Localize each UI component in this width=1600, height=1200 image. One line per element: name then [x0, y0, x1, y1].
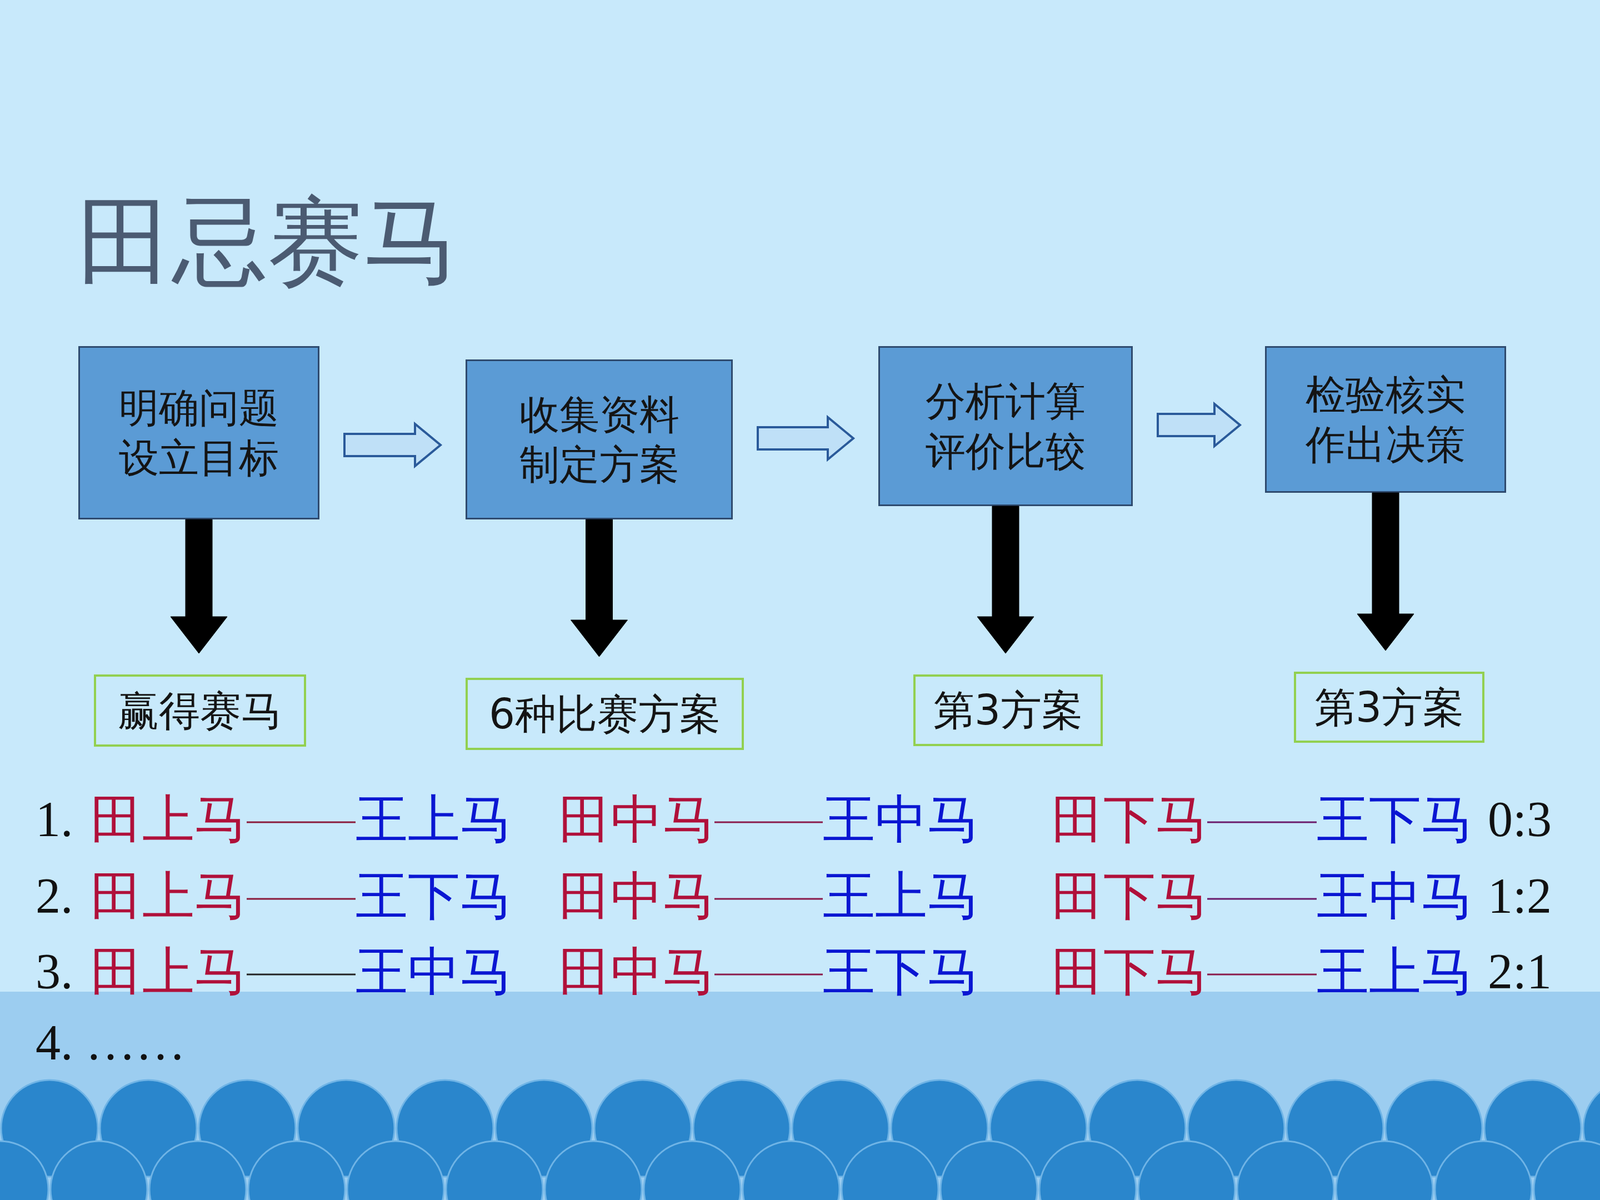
wave-row	[0, 1078, 1600, 1200]
horse-name: 田上马	[90, 941, 247, 1002]
horse-name: 王中马	[1316, 866, 1474, 927]
horse-name: 王中马	[355, 941, 513, 1002]
dash-line	[246, 973, 356, 976]
horse-name: 王上马	[355, 789, 513, 850]
dash-line	[246, 898, 356, 900]
horse-name: 王下马	[822, 941, 980, 1002]
bottom-band	[0, 991, 1600, 1200]
flow-arrow	[1157, 403, 1240, 447]
dash-line	[1207, 973, 1317, 976]
horse-name: 田上马	[90, 866, 247, 927]
horse-name: 田下马	[1051, 941, 1208, 1002]
flow-arrow	[757, 417, 854, 460]
row-number: 2.	[35, 867, 74, 925]
dash-line	[714, 973, 823, 976]
node-text: 第3方案	[933, 685, 1083, 735]
process-box: 明确问题 设立目标	[78, 346, 320, 520]
node-text: 分析计算 评价比较	[919, 376, 1092, 477]
horse-name: 田中马	[558, 941, 715, 1002]
horse-name: 王上马	[822, 866, 980, 927]
horse-name: 王中马	[822, 789, 980, 850]
row-number: 0:3	[1487, 790, 1552, 849]
row-number: 1:2	[1487, 867, 1552, 925]
result-box: 6种比赛方案	[465, 677, 744, 750]
row-number: 3.	[35, 942, 74, 1001]
flow-arrow	[170, 519, 228, 654]
flow-arrow	[571, 519, 628, 657]
dash-line	[1207, 821, 1317, 824]
horse-name: 王下马	[1316, 789, 1474, 850]
horse-name: 田中马	[558, 866, 715, 927]
node-text: 第3方案	[1314, 682, 1464, 733]
dash-line	[246, 821, 356, 824]
node-text: 赢得赛马	[117, 686, 283, 736]
process-box: 分析计算 评价比较	[878, 346, 1133, 507]
slide-title: 田忌赛马	[76, 188, 459, 294]
process-box: 检验核实 作出决策	[1265, 346, 1507, 493]
wave-row	[0, 1140, 1600, 1200]
horse-name: 王下马	[355, 866, 513, 927]
row-number: 1.	[35, 790, 74, 849]
result-box: 第3方案	[913, 674, 1103, 747]
node-text: 6种比赛方案	[488, 689, 721, 739]
node-text: 明确问题 设立目标	[112, 382, 285, 483]
process-box: 收集资料 制定方案	[465, 359, 733, 520]
node-text: 收集资料 制定方案	[513, 389, 686, 490]
horse-name: 田上马	[90, 789, 247, 850]
flow-arrow	[344, 423, 441, 467]
horse-name: 田下马	[1051, 866, 1208, 927]
horse-name: 田下马	[1051, 789, 1208, 850]
dash-line	[714, 821, 823, 824]
flow-arrow	[977, 506, 1034, 654]
horse-name: 王上马	[1316, 941, 1474, 1002]
node-text: 检验核实 作出决策	[1299, 369, 1472, 470]
flow-arrow	[1357, 492, 1414, 651]
horse-name: 田中马	[558, 789, 715, 850]
dash-line	[1207, 898, 1317, 900]
dash-line	[714, 898, 823, 900]
result-box: 第3方案	[1293, 671, 1485, 743]
row-number: 4. ……	[35, 1013, 186, 1072]
result-box: 赢得赛马	[93, 674, 307, 747]
row-number: 2:1	[1487, 942, 1552, 1001]
